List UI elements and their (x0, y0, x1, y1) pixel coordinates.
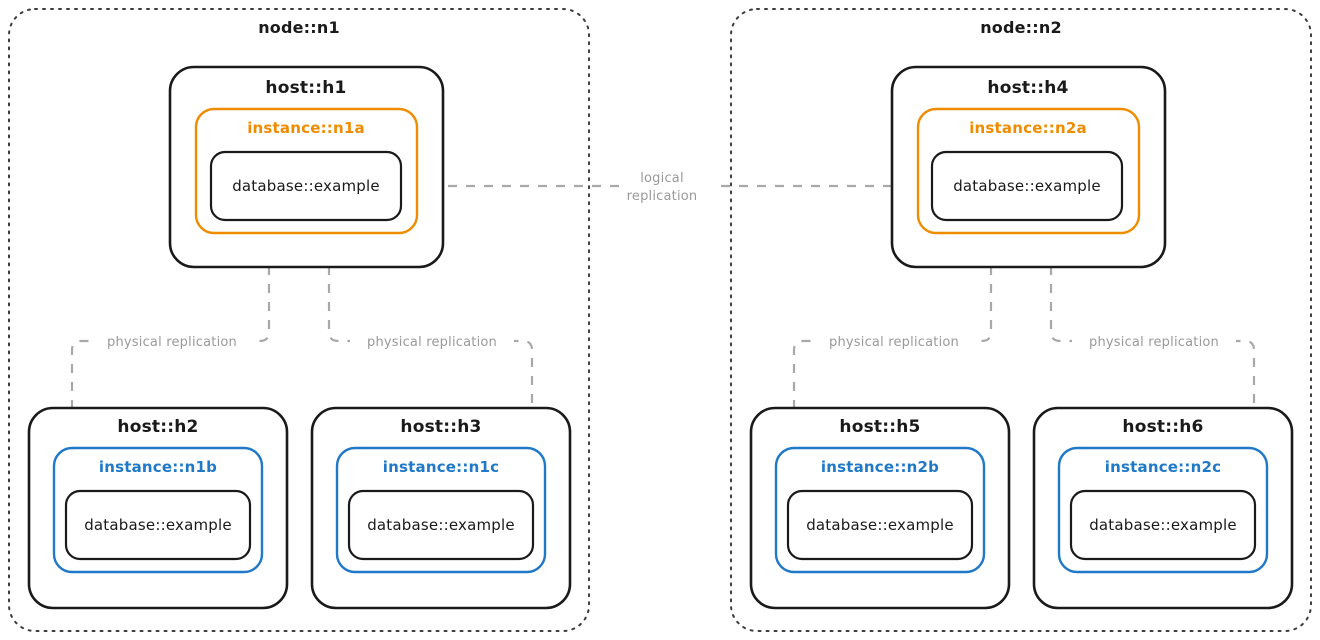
edge-logical-replication[interactable]: logical replication (396, 166, 933, 206)
host-group-h5[interactable]: host::h5 instance::n2b database::example (749, 406, 1011, 610)
database-box-n1a (209, 150, 403, 222)
physical-label-backdrop-h6 (1072, 328, 1236, 354)
node-label-n1: node::n1 (258, 18, 340, 37)
database-label-n1a: database::example (232, 177, 380, 195)
host-group-h1[interactable]: host::h1 instance::n1a database::example (168, 65, 445, 269)
database-label-n2b: database::example (806, 516, 954, 534)
database-box-n2b (786, 489, 974, 561)
database-label-n1c: database::example (367, 516, 515, 534)
physical-replication-label-h5: physical replication (829, 335, 959, 350)
host-group-h2[interactable]: host::h2 instance::n1b database::example (27, 406, 289, 610)
node-boundary-n2 (730, 8, 1312, 632)
logical-replication-label-line2: replication (627, 189, 698, 204)
instance-box-n1b (52, 446, 264, 574)
physical-replication-path-h3 (327, 248, 534, 424)
instance-label-n2c: instance::n2c (1105, 458, 1221, 476)
node-group-n2[interactable]: node::n2 (730, 8, 1312, 632)
host-label-h3: host::h3 (400, 417, 481, 437)
instance-label-n2a: instance::n2a (969, 119, 1087, 137)
instance-label-n1c: instance::n1c (383, 458, 499, 476)
host-label-h6: host::h6 (1122, 417, 1203, 437)
database-box-n1c (347, 489, 535, 561)
physical-replication-label-h3: physical replication (367, 335, 497, 350)
instance-box-n1a (194, 107, 419, 235)
instance-label-n1a: instance::n1a (247, 119, 365, 137)
database-box-n2a (930, 150, 1124, 222)
physical-replication-label-h2: physical replication (107, 335, 237, 350)
instance-box-n2a (916, 107, 1141, 235)
database-box-n2c (1069, 489, 1257, 561)
physical-label-backdrop-h3 (350, 328, 514, 354)
host-group-h4[interactable]: host::h4 instance::n2a database::example (890, 65, 1167, 269)
instance-box-n2c (1057, 446, 1269, 574)
host-group-h6[interactable]: host::h6 instance::n2c database::example (1032, 406, 1294, 610)
host-label-h5: host::h5 (839, 417, 920, 437)
instance-label-n2b: instance::n2b (821, 458, 939, 476)
node-boundary-n1 (8, 8, 590, 632)
instance-box-n1c (335, 446, 547, 574)
node-label-n2: node::n2 (980, 18, 1062, 37)
physical-replication-path-h6 (1049, 248, 1256, 424)
instance-label-n1b: instance::n1b (99, 458, 217, 476)
host-label-h1: host::h1 (265, 78, 346, 98)
database-box-n1b (64, 489, 252, 561)
physical-label-backdrop-h2 (90, 328, 254, 354)
host-label-h2: host::h2 (117, 417, 198, 437)
logical-label-backdrop (620, 166, 720, 206)
database-label-n1b: database::example (84, 516, 232, 534)
instance-box-n2b (774, 446, 986, 574)
database-label-n2a: database::example (953, 177, 1101, 195)
physical-label-backdrop-h5 (812, 328, 976, 354)
database-label-n2c: database::example (1089, 516, 1237, 534)
node-group-n1[interactable]: node::n1 (8, 8, 590, 632)
host-group-h3[interactable]: host::h3 instance::n1c database::example (310, 406, 572, 610)
edge-physical-replication-h2-to-h1[interactable]: physical replication (61, 228, 280, 443)
edge-physical-replication-h3-to-h1[interactable]: physical replication (318, 228, 543, 443)
logical-replication-label-line1: logical (640, 171, 684, 186)
physical-replication-label-h6: physical replication (1089, 335, 1219, 350)
host-label-h4: host::h4 (987, 78, 1068, 98)
